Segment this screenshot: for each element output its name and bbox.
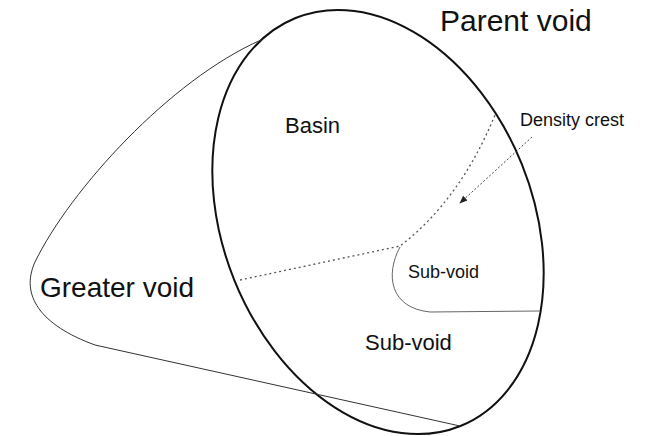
void-name: Parent void [440, 4, 592, 39]
sub-void-region: Sub-void [385, 240, 545, 318]
leader-arrow [460, 137, 532, 203]
greater-void-cone: Greater void [10, 4, 480, 436]
callout-label: Density crest [520, 110, 624, 131]
parent-void-ellipse: Parent voidSub-void [198, 6, 560, 434]
void-name: Sub-void [408, 262, 479, 283]
void-name: Greater void [40, 272, 194, 304]
region-label: Basin [285, 113, 340, 138]
parent-void-ellipse-outline [198, 6, 560, 434]
region-label: Sub-void [365, 330, 452, 355]
density-crest-line [240, 115, 495, 280]
greater-void-cone-outline [10, 4, 480, 436]
